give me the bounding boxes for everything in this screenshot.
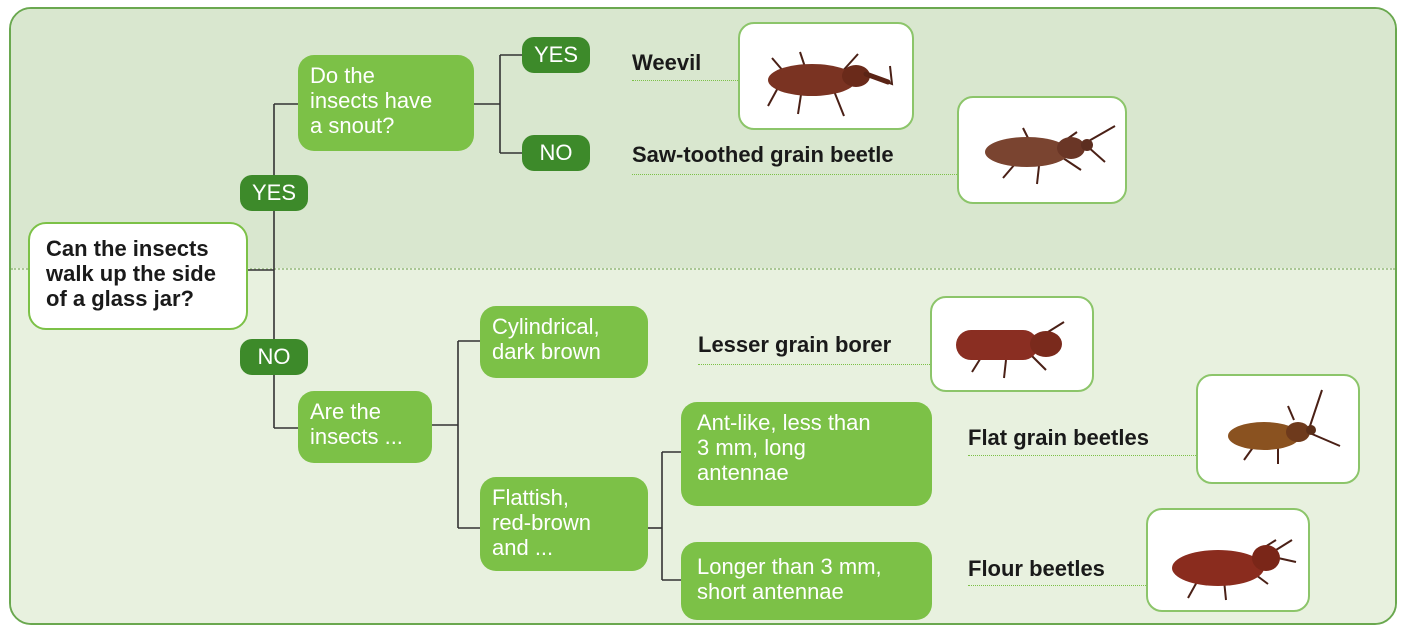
flattish-option-line: red-brown (492, 510, 636, 535)
are-insects-line: insects ... (310, 424, 420, 449)
cylindrical-option-line: Cylindrical, (492, 314, 636, 339)
answer-yes-pill: YES (522, 37, 590, 73)
snout-question-box: Do the insects have a snout? (298, 55, 474, 151)
result-weevil-label: Weevil (632, 50, 701, 76)
root-question-line: Can the insects (46, 236, 232, 261)
weevil-icon (740, 24, 916, 132)
snout-question-line: a snout? (310, 113, 462, 138)
sawtoothed-beetle-icon (959, 98, 1129, 206)
snout-question-line: Do the (310, 63, 462, 88)
longer-option-line: short antennae (697, 579, 920, 604)
weevil-photo (738, 22, 914, 130)
flattish-option-line: Flattish, (492, 485, 636, 510)
antlike-option-line: 3 mm, long (697, 435, 920, 460)
result-flat-label: Flat grain beetles (968, 425, 1149, 451)
flat-grain-beetle-photo (1196, 374, 1360, 484)
flattish-option-box: Flattish, red-brown and ... (480, 477, 648, 571)
lesser-grain-borer-photo (930, 296, 1094, 392)
result-flour-label: Flour beetles (968, 556, 1105, 582)
result-sawtoothed-rule (632, 174, 957, 175)
lesser-grain-borer-icon (932, 298, 1096, 394)
result-flour-rule (968, 585, 1146, 586)
antlike-option-line: antennae (697, 460, 920, 485)
result-flat-rule (968, 455, 1196, 456)
result-lesser-label: Lesser grain borer (698, 332, 891, 358)
are-insects-line: Are the (310, 399, 420, 424)
antlike-option-line: Ant-like, less than (697, 410, 920, 435)
flattish-option-line: and ... (492, 535, 636, 560)
are-insects-question-box: Are the insects ... (298, 391, 432, 463)
answer-no-pill: NO (522, 135, 590, 171)
cylindrical-option-line: dark brown (492, 339, 636, 364)
snout-question-line: insects have (310, 88, 462, 113)
result-lesser-rule (698, 364, 930, 365)
sawtoothed-photo (957, 96, 1127, 204)
flour-beetle-icon (1148, 510, 1312, 614)
root-question-line: walk up the side (46, 261, 232, 286)
answer-no-pill: NO (240, 339, 308, 375)
result-weevil-rule (632, 80, 738, 81)
flour-beetle-photo (1146, 508, 1310, 612)
root-question-line: of a glass jar? (46, 286, 232, 311)
longer-option-line: Longer than 3 mm, (697, 554, 920, 579)
answer-yes-pill: YES (240, 175, 308, 211)
flat-grain-beetle-icon (1198, 376, 1362, 486)
result-sawtoothed-label: Saw-toothed grain beetle (632, 142, 894, 168)
antlike-option-box: Ant-like, less than 3 mm, long antennae (681, 402, 932, 506)
cylindrical-option-box: Cylindrical, dark brown (480, 306, 648, 378)
root-question-box: Can the insects walk up the side of a gl… (28, 222, 248, 330)
longer-option-box: Longer than 3 mm, short antennae (681, 542, 932, 620)
